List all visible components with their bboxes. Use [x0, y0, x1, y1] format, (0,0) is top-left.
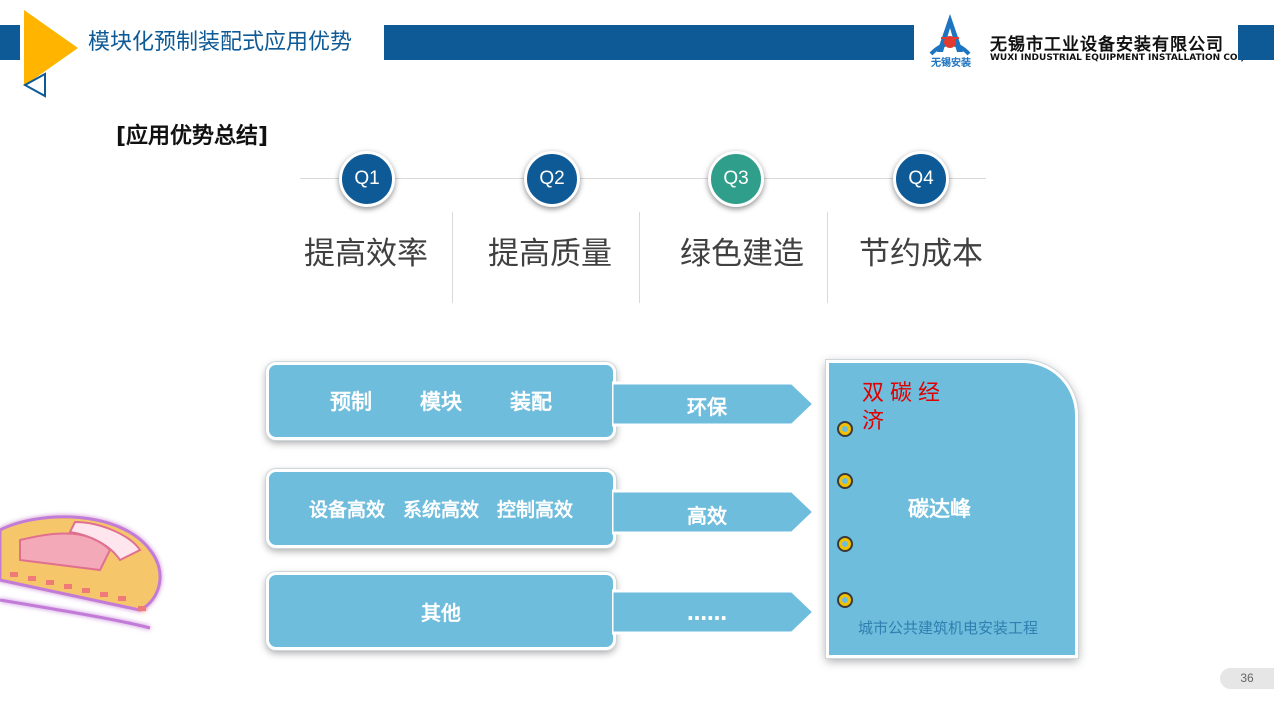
label-quality: 提高质量: [488, 236, 612, 272]
badge-q4: Q4: [893, 151, 949, 207]
bullet-icon: [837, 536, 853, 552]
company-logo: 无锡安装: [925, 12, 975, 70]
bullet-icon: [837, 421, 853, 437]
arrow-label-more: ……: [687, 601, 727, 625]
row-box-prefab: 预制 模块 装配: [266, 362, 616, 440]
bullet-icon: [837, 473, 853, 489]
arrow-shape: [612, 589, 817, 635]
divider: [827, 212, 828, 303]
page-title: 模块化预制装配式应用优势: [88, 30, 353, 55]
page-number: 36: [1220, 668, 1274, 689]
dual-carbon-text: 双碳经济: [862, 381, 947, 434]
carbon-peak-label: 碳达峰: [908, 497, 971, 521]
arrow-label-eco: 环保: [687, 395, 727, 419]
item-system: 系统高效: [402, 499, 479, 521]
row-box-other: 其他: [266, 572, 616, 650]
company-name-cn: 无锡市工业设备安装有限公司: [990, 35, 1224, 55]
item-module: 模块: [420, 390, 462, 414]
label-green: 绿色建造: [680, 236, 804, 272]
section-title: [应用优势总结]: [116, 124, 269, 149]
header-bar-left: [0, 25, 20, 60]
badge-q3: Q3: [708, 151, 764, 207]
badge-q1: Q1: [339, 151, 395, 207]
label-efficiency: 提高效率: [304, 236, 428, 272]
label-cost: 节约成本: [859, 236, 983, 272]
timeline-line: [300, 178, 986, 179]
train-icon: [0, 515, 162, 630]
item-control: 控制高效: [497, 499, 574, 521]
item-other: 其他: [421, 600, 461, 625]
target-box: [826, 360, 1078, 658]
header-triangle-icon: [22, 10, 78, 98]
arrow-shape: [612, 381, 817, 427]
company-name-en: WUXI INDUSTRIAL EQUIPMENT INSTALLATION C…: [990, 53, 1266, 63]
divider: [452, 212, 453, 303]
arrow-label-efficient: 高效: [687, 504, 727, 528]
header-bar-middle: [384, 25, 914, 60]
target-caption: 城市公共建筑机电安装工程: [858, 619, 1039, 637]
divider: [639, 212, 640, 303]
row-box-efficiency: 设备高效 系统高效 控制高效: [266, 469, 616, 548]
item-prefab: 预制: [330, 390, 372, 414]
logo-text: 无锡安装: [931, 58, 971, 69]
bullet-icon: [837, 592, 853, 608]
header-bar-right: [1238, 25, 1274, 60]
item-equipment: 设备高效: [308, 499, 385, 521]
arrow-shape: [612, 489, 817, 535]
badge-q2: Q2: [524, 151, 580, 207]
item-assembly: 装配: [510, 390, 552, 414]
